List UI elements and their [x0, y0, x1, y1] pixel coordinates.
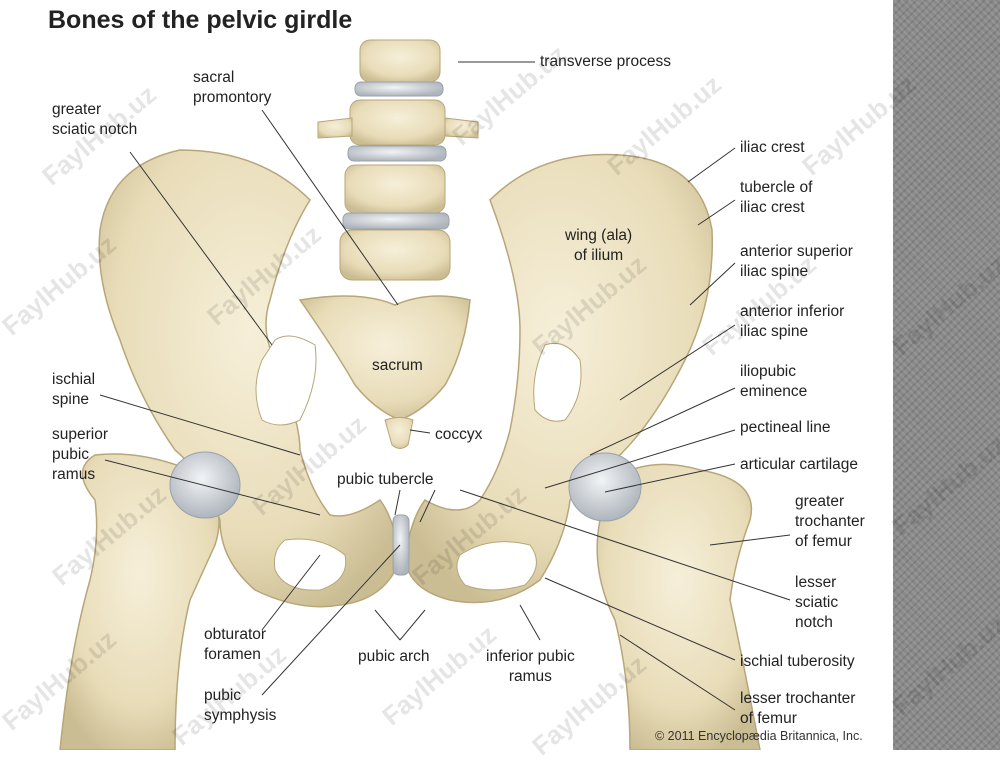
leader-lines	[99, 61, 791, 711]
label-sacrum: sacrum	[372, 357, 423, 374]
right-obturator-foramen	[456, 541, 537, 591]
side-texture-panel	[893, 0, 1000, 750]
transverse-process-left	[317, 117, 353, 139]
label-greater-sciatic-notch: greater sciatic notch	[52, 101, 138, 138]
vertebra-4	[339, 229, 451, 281]
label-pubic-arch: pubic arch	[358, 648, 430, 665]
sacrum-bone	[298, 295, 471, 421]
label-greater-trochanter-of-femur: greater trochanter of femur	[795, 493, 865, 550]
left-obturator-foramen	[274, 538, 347, 591]
label-tubercle-of-iliac-crest: tubercle of iliac crest	[740, 179, 813, 216]
label-pubic-symphysis: pubic symphysis	[204, 687, 277, 724]
label-iliac-crest: iliac crest	[740, 139, 805, 156]
right-articular-cartilage	[568, 452, 642, 522]
vertebra-3	[344, 164, 446, 214]
diagram-title: Bones of the pelvic girdle	[48, 6, 353, 34]
label-inferior-pubic-ramus: inferior pubic ramus	[486, 648, 575, 685]
label-lesser-sciatic-notch: lesser sciatic notch	[795, 574, 839, 631]
right-greater-sciatic-opening	[533, 342, 582, 422]
disc-1	[354, 81, 444, 97]
label-pectineal-line: pectineal line	[740, 419, 831, 436]
left-articular-cartilage	[169, 451, 241, 519]
label-articular-cartilage: articular cartilage	[740, 456, 859, 473]
vertebra-2	[349, 99, 446, 146]
left-femur	[59, 453, 220, 750]
label-wing-of-ilium: wing (ala) of ilium	[565, 227, 633, 264]
label-lesser-trochanter-of-femur: lesser trochanter of femur	[740, 690, 856, 727]
label-coccyx: coccyx	[435, 426, 483, 443]
label-pubic-tubercle: pubic tubercle	[337, 471, 434, 488]
vertebra-1	[359, 39, 441, 83]
transverse-process-right	[444, 117, 479, 139]
label-superior-pubic-ramus: superior pubic ramus	[52, 426, 108, 483]
label-iliopubic-eminence: iliopubic eminence	[740, 363, 808, 400]
disc-3	[342, 212, 450, 230]
disc-2	[347, 145, 447, 162]
label-obturator-foramen: obturator foramen	[204, 626, 267, 663]
left-hip-bone	[98, 149, 401, 608]
pubic-symphysis-cartilage	[392, 514, 410, 576]
label-transverse-process: transverse process	[540, 53, 671, 70]
left-greater-sciatic-opening	[255, 335, 317, 426]
label-sacral-promontory: sacral promontory	[193, 69, 272, 106]
label-anterior-inferior-iliac-spine: anterior inferior iliac spine	[740, 303, 845, 340]
label-ischial-tuberosity: ischial tuberosity	[740, 653, 855, 670]
label-ischial-spine: ischial spine	[52, 371, 96, 408]
label-anterior-superior-iliac-spine: anterior superior iliac spine	[740, 243, 853, 280]
coccyx-bone	[384, 417, 414, 449]
copyright-notice: © 2011 Encyclopædia Britannica, Inc.	[655, 729, 863, 743]
